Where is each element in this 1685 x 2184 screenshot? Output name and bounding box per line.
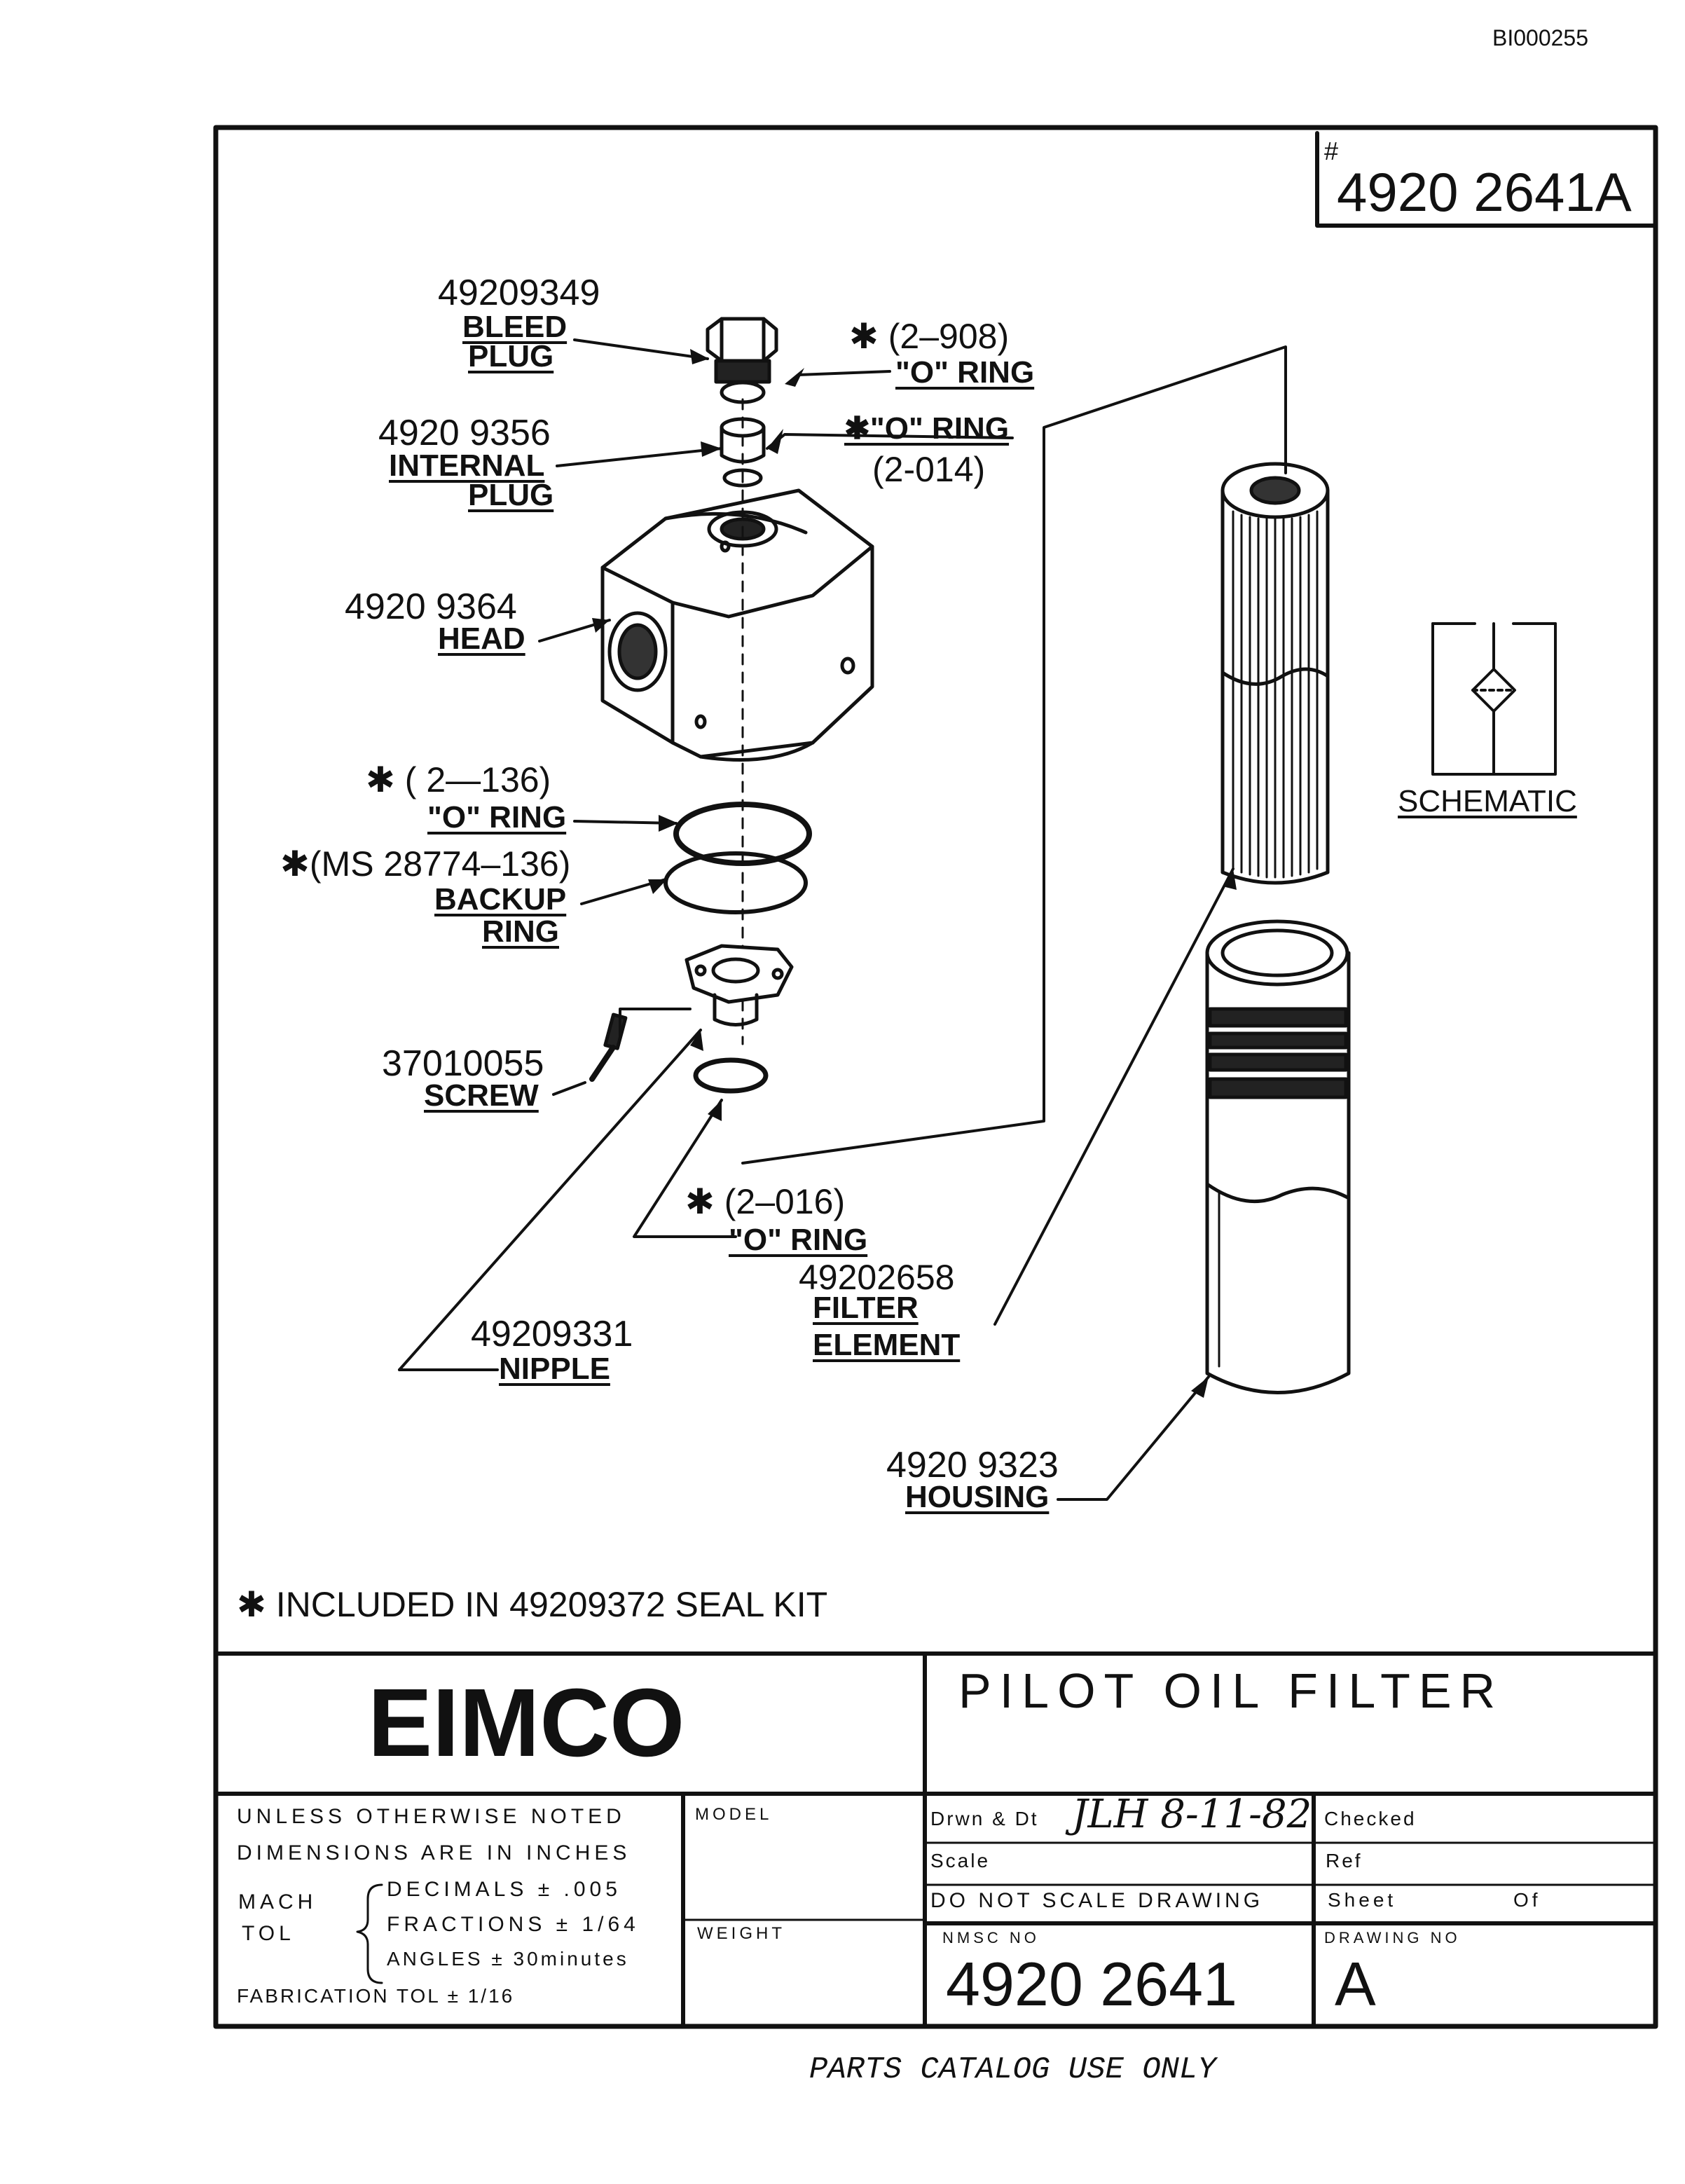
backup-ring-shape bbox=[663, 851, 808, 914]
drawing-no-label: DRAWING NO bbox=[1324, 1929, 1461, 1946]
screw-label: SCREW bbox=[424, 1078, 539, 1113]
nmsc-label: NMSC NO bbox=[942, 1929, 1040, 1946]
sheet-label: Sheet bbox=[1328, 1889, 1397, 1911]
part-number-box bbox=[1315, 131, 1656, 228]
model-label: MODEL bbox=[695, 1805, 773, 1824]
angles-tol: ANGLES ± 30minutes bbox=[387, 1948, 629, 1970]
checked-label: Checked bbox=[1324, 1808, 1417, 1829]
ref-label: Ref bbox=[1326, 1850, 1363, 1871]
bleed-plug-shape bbox=[706, 317, 778, 404]
company-name: EIMCO bbox=[368, 1669, 685, 1777]
backup-ring-label-2: RING bbox=[482, 914, 559, 949]
title-block-grid bbox=[214, 1651, 1658, 2028]
housing-shape bbox=[1205, 919, 1351, 1394]
bleed-plug-label-1: BLEED bbox=[462, 310, 568, 344]
head-label: HEAD bbox=[438, 621, 525, 656]
internal-plug-label-1: INTERNAL bbox=[389, 448, 545, 483]
arrowheads bbox=[592, 349, 1237, 1398]
assembly-line bbox=[741, 345, 1287, 1165]
fabrication-tol: FABRICATION TOL ± 1/16 bbox=[237, 1985, 515, 2007]
drawn-value: JLH 8-11-82 bbox=[1072, 1792, 1312, 1837]
backup-ring-code: ✱(MS 28774–136) bbox=[280, 844, 571, 884]
document-id: BI000255 bbox=[1492, 25, 1589, 50]
o-ring-136-code: ✱ ( 2—136) bbox=[366, 760, 551, 799]
parts-catalog-note: PARTS CATALOG USE ONLY bbox=[809, 2052, 1216, 2087]
bleed-plug-label-2: PLUG bbox=[468, 339, 554, 373]
schematic-symbol bbox=[1431, 622, 1557, 776]
screw-number: 37010055 bbox=[382, 1043, 544, 1084]
o-ring-136-shape bbox=[673, 802, 812, 866]
head-number: 4920 9364 bbox=[345, 586, 517, 627]
nipple-shape bbox=[685, 944, 794, 1026]
backup-ring-label-1: BACKUP bbox=[434, 882, 567, 916]
weight-label: WEIGHT bbox=[697, 1924, 785, 1943]
drawing-no-value: A bbox=[1335, 1949, 1376, 2019]
notes-line-2: DIMENSIONS ARE IN INCHES bbox=[237, 1841, 631, 1864]
bleed-plug-number: 49209349 bbox=[438, 273, 600, 313]
part-number-top: 4920 2641A bbox=[1337, 161, 1632, 223]
scale-label: Scale bbox=[930, 1850, 991, 1871]
o-ring-014-name: ✱"O" RING bbox=[844, 411, 1010, 446]
filter-pleats bbox=[1232, 510, 1319, 879]
o-ring-908-name: "O" RING bbox=[895, 355, 1035, 390]
sheet-of-label: Of bbox=[1513, 1889, 1541, 1911]
filter-element-label-2: ELEMENT bbox=[813, 1328, 961, 1362]
do-not-scale-note: DO NOT SCALE DRAWING bbox=[930, 1889, 1264, 1912]
decimals-tol: DECIMALS ± .005 bbox=[387, 1878, 621, 1901]
schematic-label: SCHEMATIC bbox=[1398, 784, 1577, 818]
internal-plug-number: 4920 9356 bbox=[378, 413, 551, 453]
tol-label: TOL bbox=[242, 1922, 295, 1945]
o-ring-016-shape bbox=[693, 1057, 769, 1094]
filter-element-number: 49202658 bbox=[799, 1258, 955, 1297]
drawing-border bbox=[213, 125, 1658, 2029]
internal-plug-label-2: PLUG bbox=[468, 478, 554, 512]
notes-line-1: UNLESS OTHERWISE NOTED bbox=[237, 1805, 626, 1828]
nipple-number: 49209331 bbox=[471, 1314, 633, 1354]
nmsc-value: 4920 2641 bbox=[946, 1949, 1237, 2019]
o-ring-908-code: ✱ (2–908) bbox=[849, 317, 1010, 356]
drawn-label: Drwn & Dt bbox=[930, 1808, 1039, 1829]
o-ring-136-name: "O" RING bbox=[427, 800, 567, 835]
fractions-tol: FRACTIONS ± 1/64 bbox=[387, 1913, 640, 1936]
nipple-label: NIPPLE bbox=[499, 1352, 610, 1386]
housing-number: 4920 9323 bbox=[886, 1445, 1059, 1485]
o-ring-014-code: (2-014) bbox=[872, 450, 986, 489]
drawing-title: PILOT OIL FILTER bbox=[958, 1663, 1504, 1718]
o-ring-016-name: "O" RING bbox=[729, 1223, 868, 1257]
housing-label: HOUSING bbox=[905, 1480, 1050, 1514]
o-ring-016-code: ✱ (2–016) bbox=[685, 1182, 846, 1221]
part-number-hash: # bbox=[1324, 137, 1339, 165]
head-shape bbox=[600, 488, 874, 762]
mach-label: MACH bbox=[238, 1890, 317, 1914]
seal-kit-footnote: ✱ INCLUDED IN 49209372 SEAL KIT bbox=[237, 1585, 828, 1624]
tolerance-brace bbox=[356, 1883, 383, 1984]
filter-element-label-1: FILTER bbox=[813, 1291, 919, 1325]
